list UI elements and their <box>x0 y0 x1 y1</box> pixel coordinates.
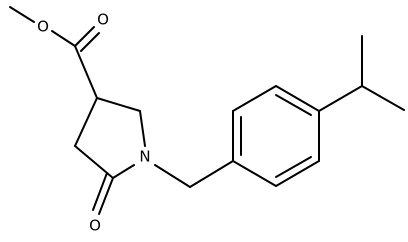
atom-o-lactam: O <box>89 217 101 235</box>
bond-ar-isopropyl <box>318 85 363 112</box>
bond-ar-2-3 <box>232 85 277 112</box>
bond-ar-5-6 <box>275 160 320 187</box>
bond-ch2-ring <box>189 160 234 188</box>
bond-c3-c2 <box>96 97 141 112</box>
bond-carbonyl-double-a <box>74 26 95 47</box>
bond-n-c5 <box>112 164 135 179</box>
bond-ar-3-4 <box>275 85 320 112</box>
bond-methyl-o <box>9 6 35 23</box>
bond-ar-inner-c <box>275 156 312 178</box>
bond-c2-n <box>139 110 146 147</box>
bond-n-ch2 <box>154 164 191 188</box>
atom-n-ring: N <box>139 148 150 166</box>
bond-lactam-double-a <box>98 177 114 215</box>
bond-ar-6-1 <box>232 160 277 187</box>
atom-o-ester-carbonyl: O <box>97 11 109 29</box>
bond-ar-inner-b <box>275 94 312 116</box>
bond-c4-c3 <box>74 97 98 147</box>
bond-carbonyl-double-b <box>80 32 100 52</box>
bond-o-carbonyl-carbon <box>51 30 76 47</box>
bond-lactam-double-b <box>92 172 108 211</box>
bond-isopropyl-me-right <box>361 85 405 111</box>
atom-o-ester-single: O <box>37 18 49 36</box>
bond-ester-c3 <box>74 45 98 99</box>
